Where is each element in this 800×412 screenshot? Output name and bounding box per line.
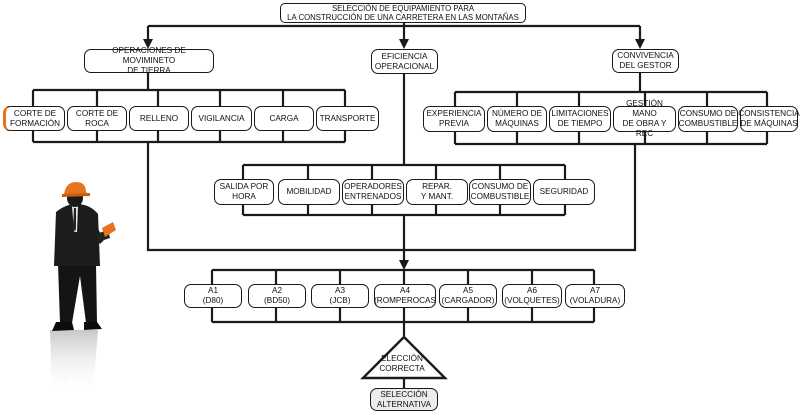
criterion-convenience: CONVIVENCIA DEL GESTOR [612, 49, 679, 73]
earthworks-item-rock-cut: CORTE DE ROCA [67, 106, 127, 131]
alternatives-bottom-drops [210, 307, 596, 322]
alternative-a1: A1 (D80) [184, 284, 242, 308]
decision-label: ELECCIÓN CORRECTA [379, 354, 425, 373]
earthworks-item-loading: CARGA [254, 106, 314, 131]
efficiency-item-safety: SEGURIDAD [533, 179, 595, 205]
alternative-a4: A4 (ROMPEROCAS [374, 284, 436, 308]
convenience-item-time-limits: LIMITACIONES DE TIEMPO [549, 106, 611, 132]
alternative-a2: A2 (BD50) [248, 284, 306, 308]
alternative-a5: A5 (CARGADOR) [439, 284, 497, 308]
title-box: SELECCIÓN DE EQUIPAMIENTO PARA LA CONSTR… [280, 3, 526, 23]
efficiency-item-trained-operators: OPERADORES ENTRENADOS [342, 179, 404, 205]
earthworks-bottom-drops [31, 130, 347, 142]
convenience-item-machine-consistency: CONSISTENCIA DE MÁQUINAS [738, 106, 800, 132]
alternatives-top-drops [210, 270, 596, 284]
earthworks-item-formation-cut: CORTE DE FORMACIÓN [3, 106, 65, 131]
efficiency-top-drops [241, 165, 567, 179]
convenience-to-center [404, 144, 637, 252]
alternative-a3: A3 (JCB) [311, 284, 369, 308]
engineer-tie [73, 208, 76, 232]
alternative-a7: A7 (VOLADURA) [565, 284, 625, 308]
efficiency-item-output-per-hour: SALIDA POR HORA [214, 179, 274, 205]
criterion-efficiency: EFICIENCIA OPERACIONAL [371, 49, 438, 74]
convenience-item-experience: EXPERIENCIA PREVIA [423, 106, 485, 132]
criterion-earthworks: OPERACIONES DE MOVIMINETO DE TIERRA [84, 46, 214, 75]
alternative-a6: A6 (VOLQUETES) [502, 284, 562, 308]
tablet-icon [102, 222, 116, 237]
efficiency-bottom-drops [241, 204, 567, 215]
engineer-legs [58, 264, 97, 323]
efficiency-item-repair-maintenance: REPAR. Y MANT. [406, 179, 468, 205]
efficiency-item-fuel-consumption: CONSUMO DE COMBUSTIBLE [469, 179, 531, 205]
engineer-reflection [50, 330, 98, 395]
earthworks-item-fill: RELLENO [129, 106, 189, 131]
engineer-shoe-right [84, 322, 102, 330]
earthworks-item-transport: TRANSPORTE [316, 106, 379, 131]
hard-hat-brim [62, 193, 90, 197]
convenience-item-labour-management: GESTIÓN MANO DE OBRA Y REC [613, 99, 676, 138]
earthworks-item-surveillance: VIGILANCIA [191, 106, 252, 131]
efficiency-item-mobility: MOBILIDAD [278, 179, 340, 205]
earthworks-top-drops [31, 90, 347, 106]
convenience-item-fuel-consumption: CONSUMO DE COMBUSTIBLE [678, 106, 738, 132]
convenience-bottom-drops [453, 131, 769, 144]
engineer-illustration [50, 182, 116, 395]
result-box: SELECCIÓN ALTERNATIVA [370, 388, 438, 411]
engineer-shoe-left [52, 322, 74, 331]
convenience-item-machine-count: NÚMERO DE MÁQUINAS [487, 106, 547, 132]
earthworks-to-center [146, 142, 404, 252]
convenience-top-drops [453, 92, 769, 106]
hard-hat-icon [64, 182, 88, 195]
